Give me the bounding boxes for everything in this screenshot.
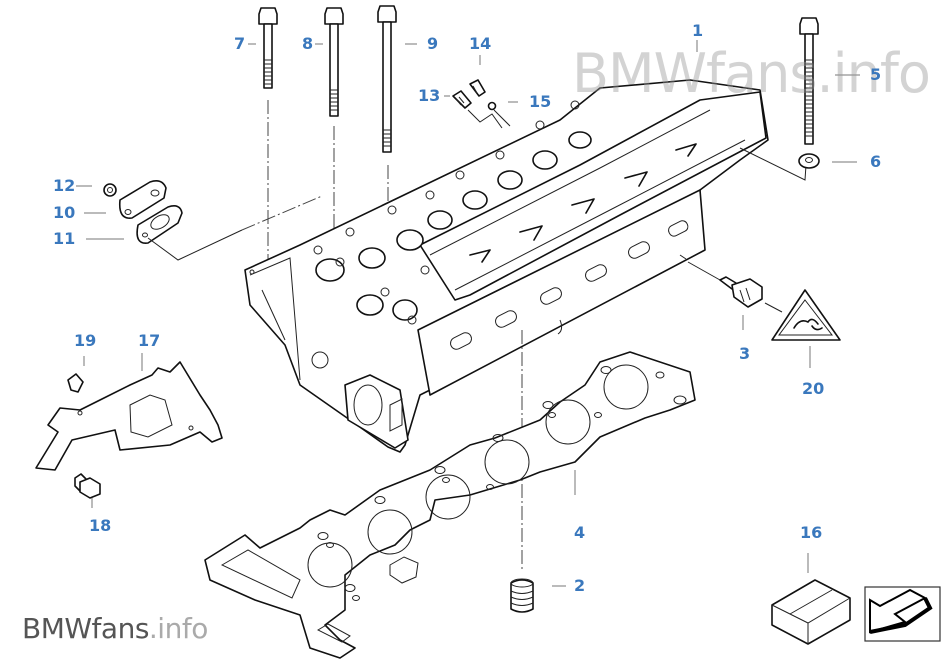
part-label-1[interactable]: 1 bbox=[692, 21, 704, 40]
part-label-3[interactable]: 3 bbox=[739, 344, 751, 363]
part-12-cover-nut[interactable] bbox=[103, 183, 117, 197]
part-5-long-head-bolt[interactable] bbox=[799, 17, 819, 145]
part-4-cylinder-head-gasket[interactable] bbox=[204, 351, 696, 659]
part-9-long-stud-bolt[interactable] bbox=[377, 5, 397, 153]
part-1-cylinder-head[interactable] bbox=[244, 79, 769, 453]
part-label-18[interactable]: 18 bbox=[89, 516, 112, 535]
watermark-brand: BMWfans bbox=[22, 612, 149, 645]
next-page-arrow-icon[interactable] bbox=[864, 586, 941, 642]
part-17-bracket[interactable] bbox=[35, 361, 223, 471]
part-19-clip[interactable] bbox=[67, 373, 84, 393]
part-2-dowel-sleeve[interactable] bbox=[510, 578, 534, 613]
part-label-10[interactable]: 10 bbox=[53, 203, 76, 222]
part-18-hex-bolt[interactable] bbox=[74, 473, 101, 499]
part-label-19[interactable]: 19 bbox=[74, 331, 97, 350]
watermark-bottom: BMWfans.info bbox=[22, 612, 208, 645]
part-label-2[interactable]: 2 bbox=[574, 576, 586, 595]
part-label-20[interactable]: 20 bbox=[802, 379, 825, 398]
part-10-cover-plate[interactable] bbox=[118, 180, 167, 219]
watermark-suffix: .info bbox=[148, 612, 208, 645]
part-label-17[interactable]: 17 bbox=[138, 331, 161, 350]
part-label-9[interactable]: 9 bbox=[427, 34, 439, 53]
leader-lines bbox=[76, 40, 860, 587]
part-13-screw-plug[interactable] bbox=[452, 90, 472, 109]
part-label-16[interactable]: 16 bbox=[800, 523, 823, 542]
part-7-short-head-bolt[interactable] bbox=[258, 7, 278, 89]
part-label-5[interactable]: 5 bbox=[870, 65, 882, 84]
part-label-6[interactable]: 6 bbox=[870, 152, 882, 171]
part-14-screw-plug-small[interactable] bbox=[469, 79, 486, 97]
part-6-washer[interactable] bbox=[798, 153, 820, 169]
part-label-12[interactable]: 12 bbox=[53, 176, 76, 195]
part-3-temperature-sensor[interactable] bbox=[719, 276, 763, 308]
part-11-plate-gasket[interactable] bbox=[136, 205, 183, 244]
part-15-sealing-ring[interactable] bbox=[487, 101, 497, 111]
part-label-15[interactable]: 15 bbox=[529, 92, 552, 111]
part-label-4[interactable]: 4 bbox=[574, 523, 586, 542]
part-label-8[interactable]: 8 bbox=[302, 34, 314, 53]
part-label-11[interactable]: 11 bbox=[53, 229, 76, 248]
part-16-gasket-set-box[interactable] bbox=[771, 579, 851, 645]
part-label-7[interactable]: 7 bbox=[234, 34, 246, 53]
part-8-medium-head-bolt[interactable] bbox=[324, 7, 344, 117]
part-label-14[interactable]: 14 bbox=[469, 34, 492, 53]
part-label-13[interactable]: 13 bbox=[418, 86, 441, 105]
part-20-warning-label[interactable] bbox=[771, 289, 841, 341]
